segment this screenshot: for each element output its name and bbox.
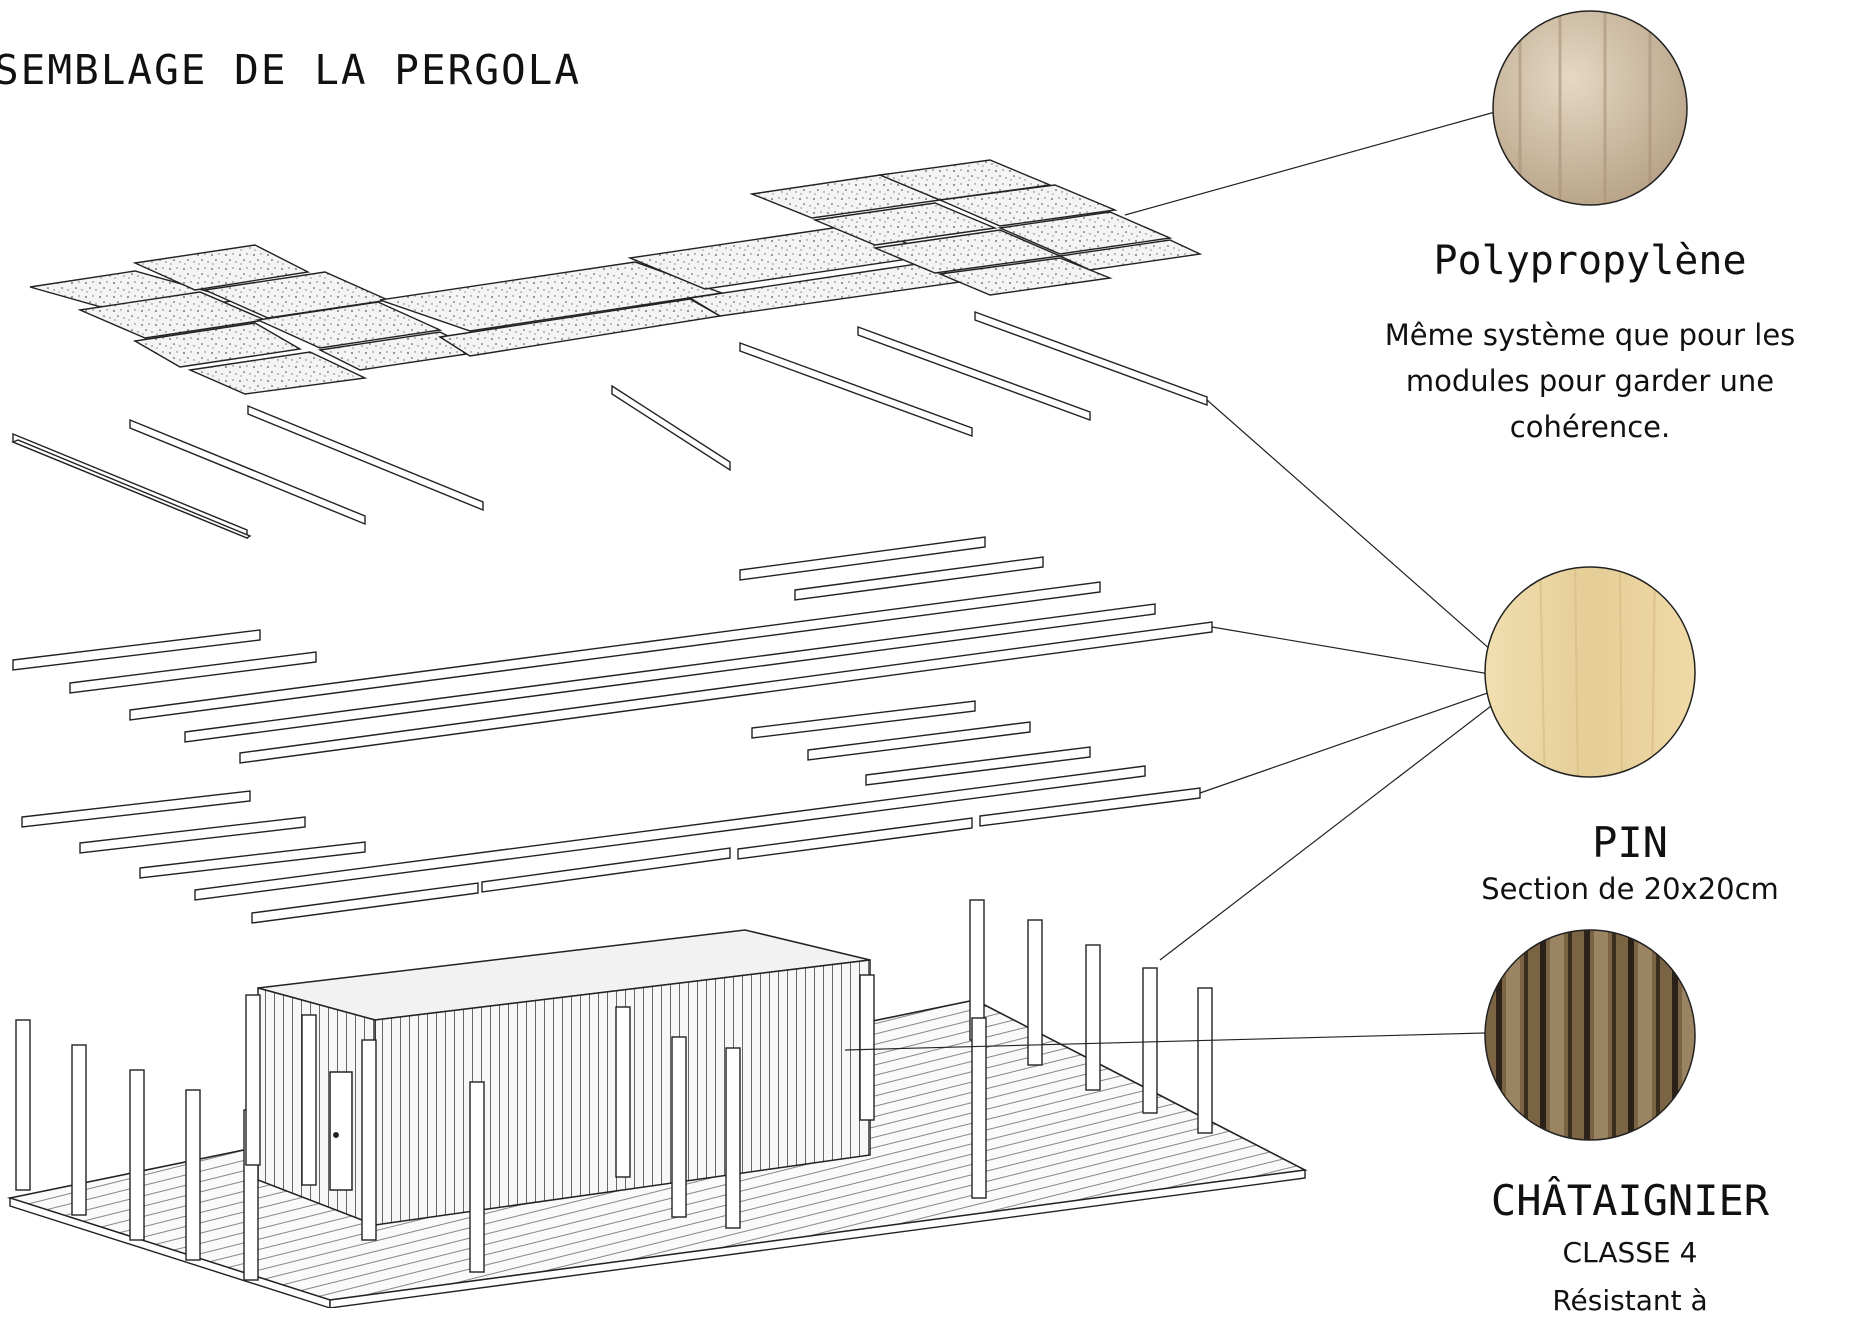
upper-rafters bbox=[11, 310, 1208, 540]
diagram-title: SEMBLAGE DE LA PERGOLA bbox=[0, 46, 582, 94]
material-description-pine: Section de 20x20cm bbox=[1481, 872, 1779, 906]
pine-swatch bbox=[1484, 566, 1696, 778]
material-name-polypropylene: Polypropylène bbox=[1433, 238, 1747, 284]
material-name-chestnut: CHÂTAIGNIER bbox=[1490, 1176, 1770, 1225]
polypropylene-swatch bbox=[1492, 10, 1688, 206]
material-description-chestnut-line2: Résistant à bbox=[1552, 1284, 1708, 1317]
leader-lines bbox=[844, 111, 1526, 1051]
posts bbox=[15, 899, 1213, 1281]
chestnut-swatch bbox=[1484, 929, 1696, 1141]
material-description-chestnut-line1: CLASSE 4 bbox=[1562, 1236, 1698, 1269]
material-description-polypropylene: Même système que pour les modules pour g… bbox=[1384, 318, 1796, 444]
roof-panels bbox=[29, 159, 1203, 395]
material-name-pine: PIN bbox=[1592, 818, 1668, 867]
lower-beams bbox=[21, 765, 1201, 924]
middle-joists bbox=[12, 536, 1213, 786]
